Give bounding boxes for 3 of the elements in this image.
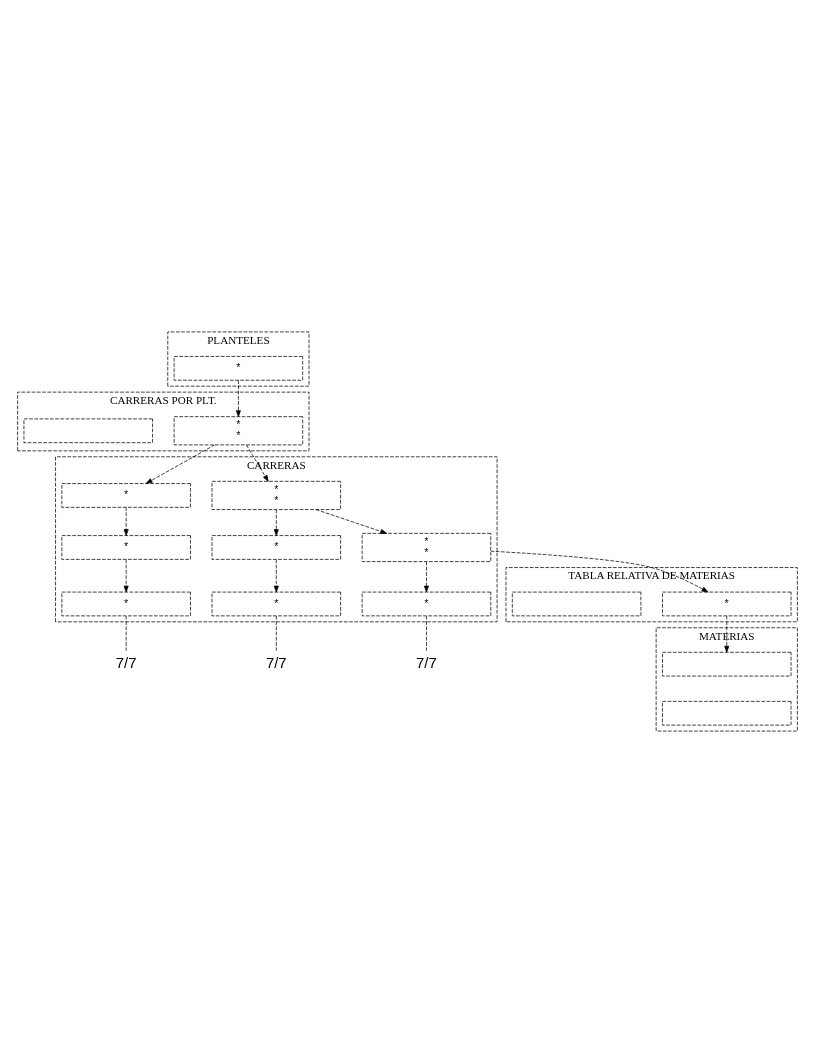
node-text: 7/7 — [416, 654, 437, 671]
node-text: 7/7 — [115, 654, 137, 671]
node-text: 7/7 — [265, 654, 287, 671]
